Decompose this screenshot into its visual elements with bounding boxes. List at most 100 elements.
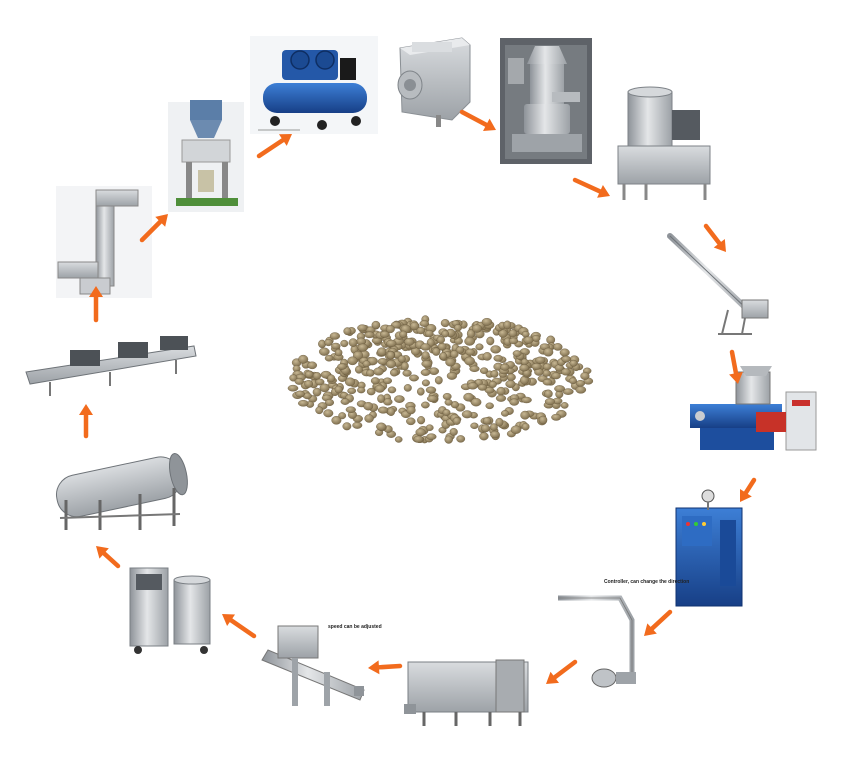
- feed-pellet: [521, 331, 530, 338]
- feed-pellet: [508, 329, 517, 338]
- feed-pellet: [362, 360, 371, 368]
- feed-pellet: [446, 371, 458, 380]
- feed-pellet: [439, 352, 448, 361]
- feed-pellet: [542, 378, 553, 386]
- flow-arrow-head: [368, 660, 380, 675]
- feed-pellet: [394, 395, 405, 403]
- feed-pellet: [379, 330, 390, 338]
- screw-conveyor: [667, 233, 769, 335]
- feed-pellet: [419, 320, 430, 327]
- flow-arrow-head: [79, 404, 93, 415]
- feed-pellet: [307, 361, 318, 370]
- feed-pellet: [345, 377, 356, 387]
- feed-pellet: [312, 387, 322, 397]
- feed-pellet: [520, 358, 529, 366]
- flow-arrow-shaft: [228, 617, 257, 639]
- feed-pellet: [394, 436, 403, 443]
- flow-arrow-shaft: [101, 551, 121, 569]
- feed-pellet: [325, 399, 335, 407]
- colloid-mill: [500, 38, 592, 164]
- bucket-elevator: [56, 186, 152, 298]
- feed-pellet: [297, 399, 309, 407]
- feed-pellet: [551, 413, 562, 421]
- feed-pellet: [432, 347, 441, 356]
- feed-pellet: [324, 354, 334, 362]
- feed-pellet: [561, 368, 571, 376]
- feed-pellet: [425, 424, 434, 432]
- mixing-tank: [617, 86, 711, 200]
- feed-pellet: [477, 383, 488, 391]
- feed-pellet: [475, 343, 484, 351]
- feed-pellet: [523, 336, 534, 344]
- feed-pellet: [331, 415, 342, 425]
- feed-pellet: [559, 348, 570, 357]
- feed-pellet: [287, 384, 299, 392]
- flow-arrow-head: [483, 118, 496, 132]
- feed-pellet: [347, 356, 358, 366]
- feed-pellet: [364, 414, 374, 423]
- feed-pellet: [506, 373, 516, 382]
- feed-pellet: [327, 374, 336, 383]
- feed-pellet: [421, 360, 433, 368]
- feed-pellet: [521, 396, 532, 404]
- flow-arrow-head: [713, 239, 726, 252]
- flow-arrow-shaft: [649, 609, 673, 631]
- feed-pellet: [416, 326, 426, 335]
- feed-pellet: [482, 352, 492, 361]
- feed-pellet: [480, 367, 489, 375]
- feed-pellet: [424, 329, 434, 338]
- feed-pellet: [334, 348, 343, 357]
- feed-pellet: [374, 384, 385, 393]
- feed-pellet: [329, 332, 341, 340]
- feed-pellet: [421, 379, 430, 387]
- feed-pellet: [482, 417, 492, 425]
- feed-pellet: [420, 369, 431, 376]
- feed-pellet: [426, 395, 438, 403]
- flow-arrow-head: [155, 214, 168, 227]
- feed-pellet: [449, 427, 458, 436]
- feed-pellet: [442, 409, 451, 416]
- cooling-belt: [25, 336, 197, 396]
- flow-arrow-shaft: [376, 663, 403, 670]
- feed-pellet: [386, 339, 397, 348]
- feed-pellet: [519, 364, 530, 372]
- flow-arrow-head: [89, 286, 103, 297]
- feed-pellet: [480, 424, 491, 433]
- feed-pellet: [354, 365, 363, 374]
- feed-pellet: [318, 347, 330, 356]
- feed-pellet: [450, 350, 459, 359]
- feed-pellet: [575, 385, 587, 394]
- feed-pellet: [324, 338, 333, 347]
- feed-pellet: [409, 321, 420, 331]
- feed-pellet: [512, 350, 522, 357]
- feed-pellet: [323, 409, 334, 418]
- feed-pellet: [434, 376, 443, 385]
- feed-pellet: [371, 320, 381, 330]
- feed-pellet: [406, 417, 416, 426]
- flow-arrow-head: [729, 371, 743, 384]
- feed-pellet: [554, 385, 565, 393]
- feed-pellet: [399, 330, 408, 338]
- feed-pellet: [352, 421, 363, 429]
- feed-pellet: [575, 379, 586, 387]
- feed-pellet: [343, 327, 352, 336]
- feed-pellet: [402, 369, 412, 377]
- cooling-conveyor: speed can be adjusted: [261, 624, 382, 706]
- feed-pellet: [542, 369, 551, 377]
- feed-pellet: [347, 387, 357, 395]
- feed-pellet: [551, 372, 561, 380]
- feed-pellet: [488, 380, 497, 388]
- feed-pellet: [386, 359, 397, 369]
- feed-pellet: [409, 374, 419, 382]
- feed-pellet: [461, 410, 473, 419]
- feed-pellet: [390, 368, 399, 377]
- flow-arrow-shaft: [572, 177, 603, 194]
- air-compressor: [250, 36, 378, 134]
- feed-pellet: [387, 386, 397, 394]
- feed-pellet: [467, 382, 478, 390]
- flow-arrow-head: [644, 623, 657, 636]
- feed-pellet: [340, 398, 350, 405]
- process-flow-arrows: [79, 109, 757, 684]
- flow-arrow-shaft: [459, 109, 489, 128]
- feed-pellet: [331, 342, 341, 350]
